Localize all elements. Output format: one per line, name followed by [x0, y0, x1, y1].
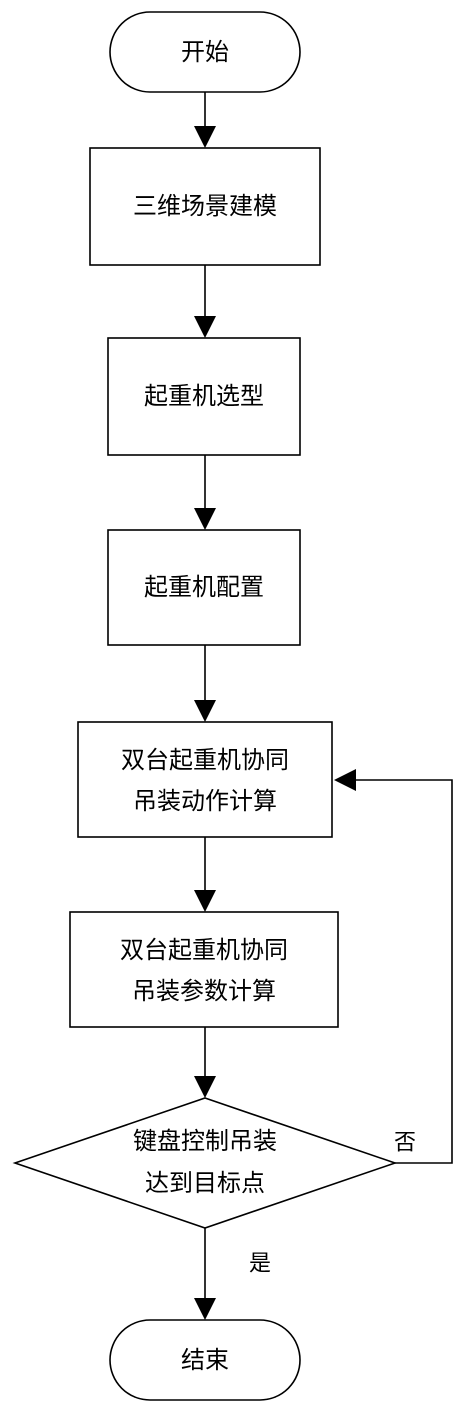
- branch-label-no: 否: [394, 1131, 416, 1156]
- start-label: 开始: [181, 38, 229, 66]
- arrowhead-selection: [194, 316, 216, 338]
- config-label: 起重机配置: [144, 573, 264, 601]
- modeling-label: 三维场景建模: [133, 192, 277, 220]
- params-calc-box: [69, 911, 339, 1028]
- arrowhead-params: [194, 890, 216, 912]
- start-terminal: [109, 11, 301, 93]
- motion-calc-label-line1: 双台起重机协同: [121, 746, 289, 774]
- motion-calc-box: [77, 721, 333, 838]
- params-calc-label-line2: 吊装参数计算: [132, 977, 276, 1005]
- arrowhead-motion: [194, 700, 216, 722]
- motion-calc-label-line2: 吊装动作计算: [133, 787, 277, 815]
- arrowhead-feedback: [334, 769, 356, 791]
- end-terminal: [109, 1319, 301, 1401]
- selection-box: [107, 337, 301, 456]
- branch-label-yes: 是: [249, 1252, 271, 1277]
- selection-label: 起重机选型: [144, 382, 264, 410]
- params-calc-label-line1: 双台起重机协同: [120, 936, 288, 964]
- config-box: [107, 529, 301, 646]
- arrowhead-modeling: [194, 126, 216, 148]
- arrowhead-config: [194, 508, 216, 530]
- arrowhead-end: [194, 1298, 216, 1320]
- feedback-loop-line: [352, 779, 453, 1164]
- arrowhead-decision: [194, 1076, 216, 1098]
- end-label: 结束: [181, 1346, 229, 1374]
- decision-label-line1: 键盘控制吊装: [133, 1127, 277, 1155]
- decision-diamond: [12, 1097, 398, 1229]
- modeling-box: [89, 147, 321, 266]
- decision-label-line2: 达到目标点: [145, 1169, 265, 1197]
